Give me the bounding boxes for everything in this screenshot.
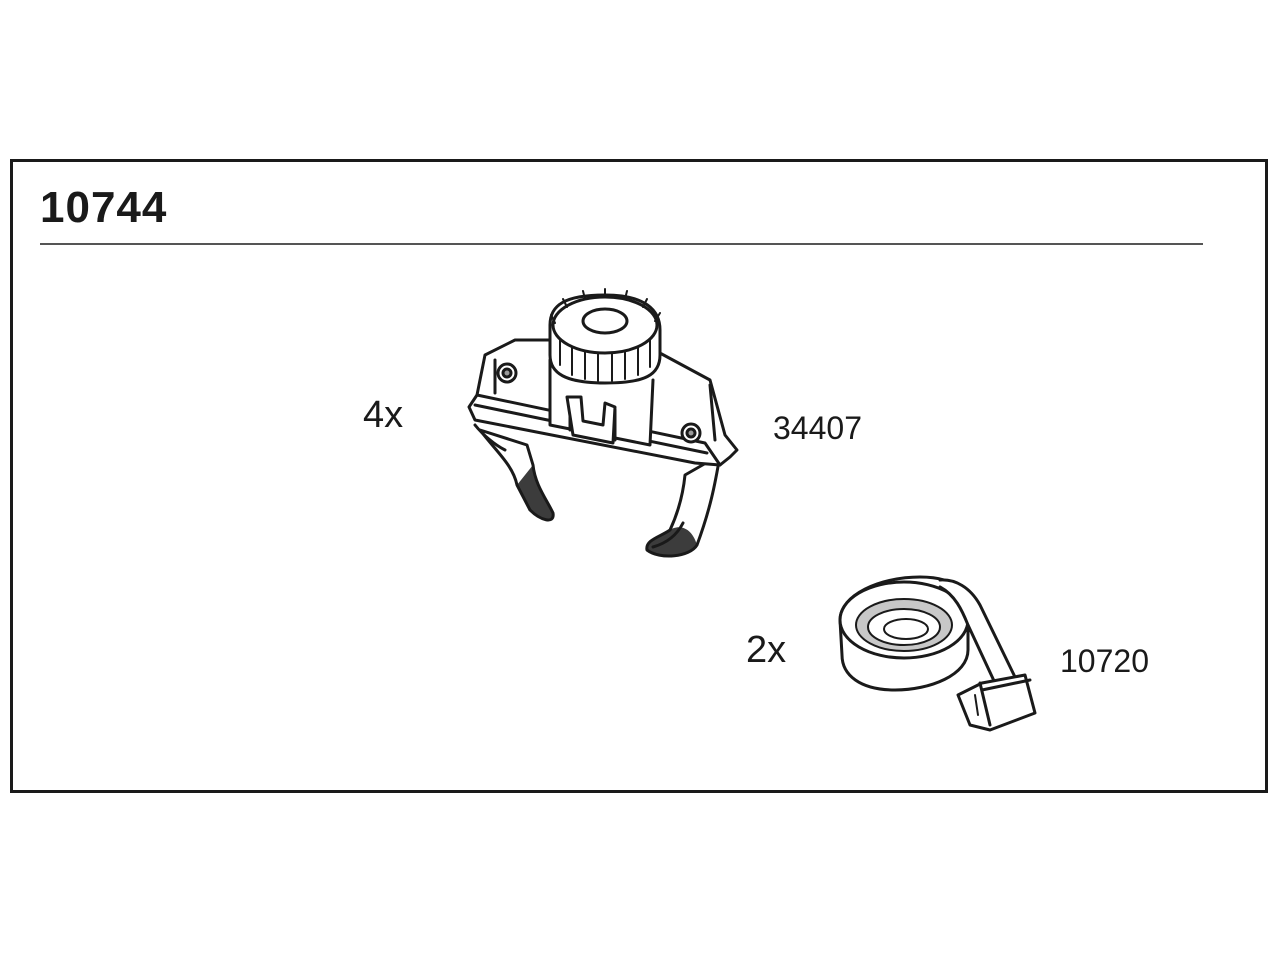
strap-with-buckle-icon [838,575,1037,732]
fork-mount-adapter-icon [467,288,739,558]
part-quantity-34407: 4x [363,394,404,436]
parts-panel-frame [10,159,1268,793]
part-number-10720: 10720 [1060,643,1149,679]
part-number-34407: 34407 [773,410,862,446]
title-divider [40,243,1203,245]
part-quantity-10720: 2x [746,629,787,671]
kit-number-title: 10744 [40,183,168,232]
